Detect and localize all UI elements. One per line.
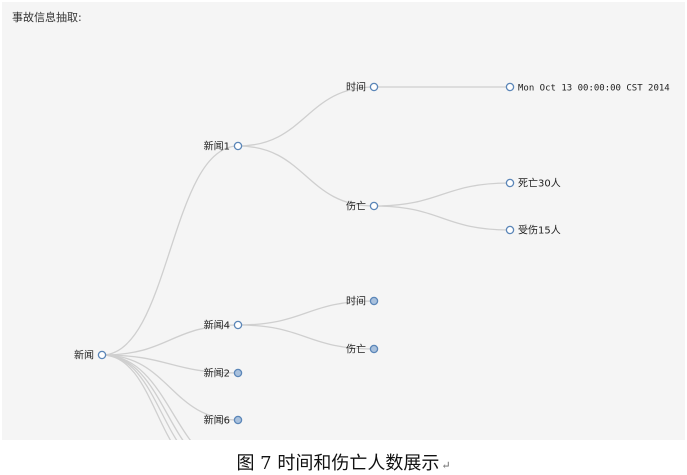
figure-caption: 图 7 时间和伤亡人数展示↵ <box>0 449 687 475</box>
link-casualty1-dead <box>373 182 511 207</box>
node-label: 新闻2 <box>204 367 230 380</box>
tree-node-root[interactable]: 新闻 <box>74 349 107 362</box>
node-label: 受伤15人 <box>518 224 561 237</box>
link-root-news4 <box>101 324 239 356</box>
node-label: Mon Oct 13 00:00:00 CST 2014 <box>518 84 670 94</box>
node-label: 新闻6 <box>204 414 230 427</box>
tree-node-time1[interactable]: 时间 <box>346 81 379 94</box>
link-root-news6 <box>101 354 239 421</box>
tree-node-time4[interactable]: 时间 <box>346 295 379 308</box>
link-news4-casualty4 <box>237 324 375 350</box>
tree-node-news2[interactable]: 新闻2 <box>204 367 243 380</box>
link-news4-time4 <box>237 300 375 326</box>
expanded-node-icon[interactable] <box>97 350 107 360</box>
node-label: 伤亡 <box>346 200 366 213</box>
collapsed-node-icon[interactable] <box>369 296 379 306</box>
link-root-news1 <box>101 145 239 356</box>
link-news1-time1 <box>237 86 375 147</box>
node-label: 新闻 <box>74 349 94 362</box>
expanded-node-icon[interactable] <box>369 201 379 211</box>
collapsed-node-icon[interactable] <box>369 344 379 354</box>
tree-node-casualty1[interactable]: 伤亡 <box>346 200 379 213</box>
return-mark-icon: ↵ <box>441 459 451 472</box>
link-root-news2 <box>101 354 239 374</box>
node-label: 死亡30人 <box>518 177 561 190</box>
panel-title: 事故信息抽取: <box>12 11 82 24</box>
tree-node-news6[interactable]: 新闻6 <box>204 414 243 427</box>
tree-node-casualty4[interactable]: 伤亡 <box>346 343 379 356</box>
tree-node-news4[interactable]: 新闻4 <box>204 319 243 332</box>
link-casualty1-injured <box>373 205 511 231</box>
collapsed-node-icon[interactable] <box>233 368 243 378</box>
expanded-node-icon[interactable] <box>505 82 515 92</box>
tree-node-injured[interactable]: 受伤15人 <box>505 224 561 237</box>
node-label: 新闻4 <box>204 319 230 332</box>
node-label: 时间 <box>346 81 366 94</box>
expanded-node-icon[interactable] <box>369 82 379 92</box>
node-label: 时间 <box>346 295 366 308</box>
caption-text: 图 7 时间和伤亡人数展示 <box>236 453 440 474</box>
expanded-node-icon[interactable] <box>233 320 243 330</box>
link-root-offscreen-1 <box>101 354 172 440</box>
tree-node-news1[interactable]: 新闻1 <box>204 140 243 153</box>
link-news1-casualty1 <box>237 145 375 207</box>
tree-node-timestamp[interactable]: Mon Oct 13 00:00:00 CST 2014 <box>505 82 670 94</box>
tree-links <box>101 86 511 440</box>
expanded-node-icon[interactable] <box>505 225 515 235</box>
link-root-offscreen-3 <box>101 354 184 440</box>
collapsed-node-icon[interactable] <box>233 415 243 425</box>
expanded-node-icon[interactable] <box>505 178 515 188</box>
link-root-offscreen-4 <box>101 354 192 440</box>
node-label: 伤亡 <box>346 343 366 356</box>
expanded-node-icon[interactable] <box>233 141 243 151</box>
tree-node-dead[interactable]: 死亡30人 <box>505 177 561 190</box>
node-label: 新闻1 <box>204 140 230 153</box>
